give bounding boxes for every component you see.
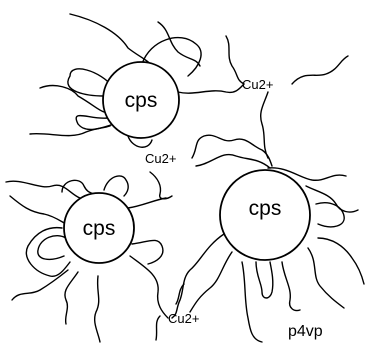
chain: [5, 180, 81, 199]
chain: [129, 255, 169, 319]
chain: [255, 261, 274, 299]
particle-2-label: cps: [83, 217, 116, 240]
chain: [37, 234, 67, 261]
chain: [127, 135, 153, 148]
chain: [157, 21, 201, 67]
particle-2-circle: [63, 192, 135, 264]
particle-3-chains: [171, 167, 365, 343]
chain: [317, 237, 365, 285]
particle-2: cps: [63, 192, 135, 264]
chain: [155, 315, 161, 341]
chain: [191, 134, 273, 167]
chain: [141, 36, 202, 77]
particle-1-chains: [29, 13, 349, 159]
chain: [64, 271, 79, 325]
cu-ion-label-3: Cu2+: [168, 311, 199, 326]
chain: [67, 68, 115, 97]
chain: [225, 35, 245, 85]
chain: [189, 251, 233, 313]
chain: [69, 13, 153, 67]
chain: [127, 197, 167, 209]
cu-ion-label-2: Cu2+: [145, 151, 176, 166]
chain: [93, 275, 101, 343]
particle-1-label: cps: [125, 89, 158, 112]
chain: [131, 239, 164, 265]
chain: [195, 153, 271, 169]
particle-2-chains: [5, 175, 169, 343]
chain: [315, 202, 345, 228]
chain: [149, 171, 173, 200]
chain: [175, 283, 185, 305]
cu-ion-label-1: Cu2+: [242, 77, 273, 92]
chain: [305, 185, 359, 213]
chain: [259, 91, 269, 159]
chain: [39, 84, 105, 113]
chain: [29, 125, 111, 137]
chain: [177, 83, 245, 94]
particle-3-circle: [219, 169, 311, 261]
chain: [267, 167, 347, 181]
chain: [25, 226, 71, 277]
particle-1-circle: [102, 61, 180, 139]
particle-1: cps: [102, 61, 180, 139]
chain: [291, 55, 349, 85]
chain: [307, 247, 345, 309]
p4vp-label: p4vp: [288, 323, 323, 340]
chain: [171, 233, 225, 319]
particle-3: cps: [219, 169, 311, 261]
chain: [9, 195, 67, 225]
chain: [241, 261, 263, 343]
chain: [11, 269, 69, 301]
chain: [103, 175, 129, 197]
chain: [281, 261, 301, 312]
particle-3-label: cps: [249, 197, 282, 220]
